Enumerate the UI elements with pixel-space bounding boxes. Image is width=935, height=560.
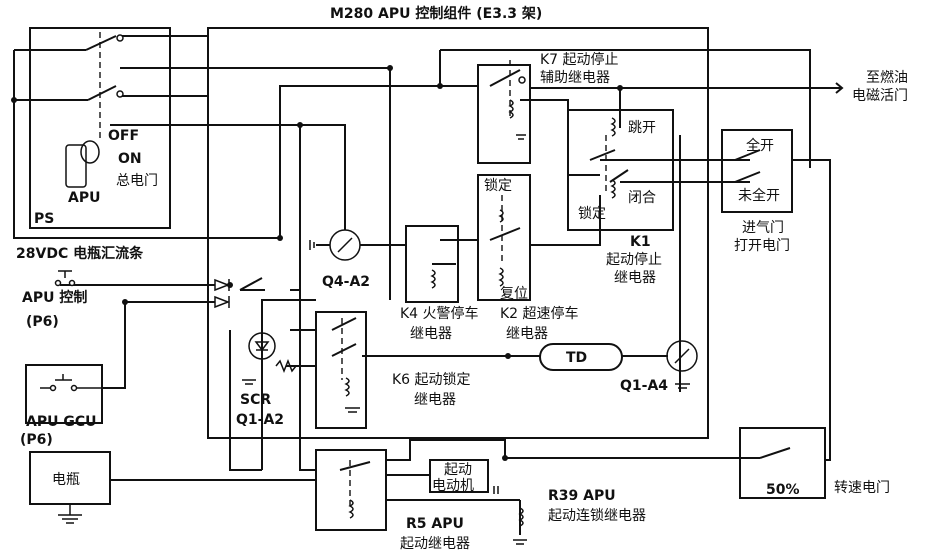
- control-unit-box: [207, 27, 709, 439]
- arrow-icon: [832, 82, 844, 94]
- relay-coils: [344, 99, 616, 527]
- k2-label-2: 继电器: [506, 326, 548, 342]
- apu-switch-label: APU: [68, 190, 100, 206]
- starter-label: 起动: [444, 462, 472, 478]
- speed-switch-box: [739, 427, 826, 499]
- k4-label-2: 继电器: [410, 326, 452, 342]
- k7-relay-box: [477, 64, 531, 164]
- mechanical-linkages: [99, 32, 607, 510]
- k6-relay-box: [315, 311, 367, 429]
- k2-relay-box: [477, 174, 531, 301]
- fuel-valve-label: 至燃油: [866, 69, 908, 86]
- starter-label-2: 电动机: [432, 478, 474, 494]
- junction-dots: [11, 65, 623, 461]
- diode-icon: [214, 295, 231, 309]
- speed-pct-label: 50%: [766, 482, 800, 498]
- gcu-box: [25, 364, 103, 424]
- p6-label-2: (P6): [20, 432, 53, 448]
- scr-label: SCR: [240, 392, 271, 408]
- inlet-door-label-2: 打开电门: [734, 237, 790, 254]
- ground-icon: [58, 134, 690, 545]
- wires: [13, 35, 842, 535]
- master-valve-label: 总电门: [116, 173, 158, 189]
- gcu-label: APU GCU: [26, 414, 96, 430]
- gcu-button-icon: [40, 374, 102, 392]
- not-full-open-label: 未全开: [738, 187, 780, 204]
- r39-label: R39 APU: [548, 488, 616, 504]
- trip-label: 跳开: [628, 120, 656, 136]
- k1-lock-label: 锁定: [578, 206, 606, 222]
- full-open-label: 全开: [746, 137, 774, 154]
- k6-label: K6 起动锁定: [392, 372, 471, 388]
- inlet-door-label: 进气门: [742, 220, 784, 236]
- switch-contacts: [85, 34, 791, 471]
- r5-label: R5 APU: [406, 516, 464, 532]
- battery-bus-label: 28VDC 电瓶汇流条: [16, 245, 144, 262]
- ps-label: PS: [34, 211, 54, 227]
- k6-label-2: 继电器: [414, 392, 456, 408]
- diagram-title: M280 APU 控制组件 (E3.3 架): [330, 5, 542, 22]
- off-label: OFF: [108, 128, 139, 144]
- k1-label-2: 起动停止: [606, 251, 662, 268]
- r5-label-2: 起动继电器: [400, 536, 470, 552]
- r39-label-2: 起动连锁继电器: [548, 508, 646, 524]
- k7-label-2: 辅助继电器: [540, 70, 610, 86]
- k7-label: K7 起动停止: [540, 51, 619, 68]
- close-label: 闭合: [628, 190, 656, 206]
- r5-relay-box: [315, 449, 387, 531]
- ps-box: [29, 27, 171, 229]
- apu-control-label: APU 控制: [22, 289, 87, 306]
- diode-icon: [214, 278, 231, 292]
- k4-relay-box: [405, 225, 459, 303]
- q4-label: Q4-A2: [322, 274, 370, 290]
- scr-icon: [248, 332, 276, 360]
- q1a4-transistor-icon: [666, 340, 698, 372]
- reset-label: 复位: [500, 285, 528, 302]
- on-label: ON: [118, 151, 142, 167]
- k2-lock-label: 锁定: [484, 178, 512, 194]
- k4-label: K4 火警停车: [400, 305, 479, 322]
- k1-label-3: 继电器: [614, 270, 656, 286]
- inlet-door-switch-box: [721, 129, 793, 213]
- speed-switch-label: 转速电门: [834, 480, 890, 496]
- k2-label: K2 超速停车: [500, 305, 579, 322]
- k1-label: K1: [630, 234, 651, 250]
- apu-toggle-switch-icon: [65, 140, 100, 188]
- q1a2-label: Q1-A2: [236, 412, 284, 428]
- resistor-icon: [275, 358, 297, 374]
- q4-transistor-icon: [329, 229, 361, 261]
- apu-control-button-icon: [54, 270, 76, 287]
- fuel-valve-label-2: 电磁活门: [852, 88, 908, 104]
- battery-label: 电瓶: [52, 472, 80, 488]
- p6-label: (P6): [26, 314, 59, 330]
- q1a4-label: Q1-A4: [620, 378, 668, 394]
- td-label: TD: [566, 350, 587, 366]
